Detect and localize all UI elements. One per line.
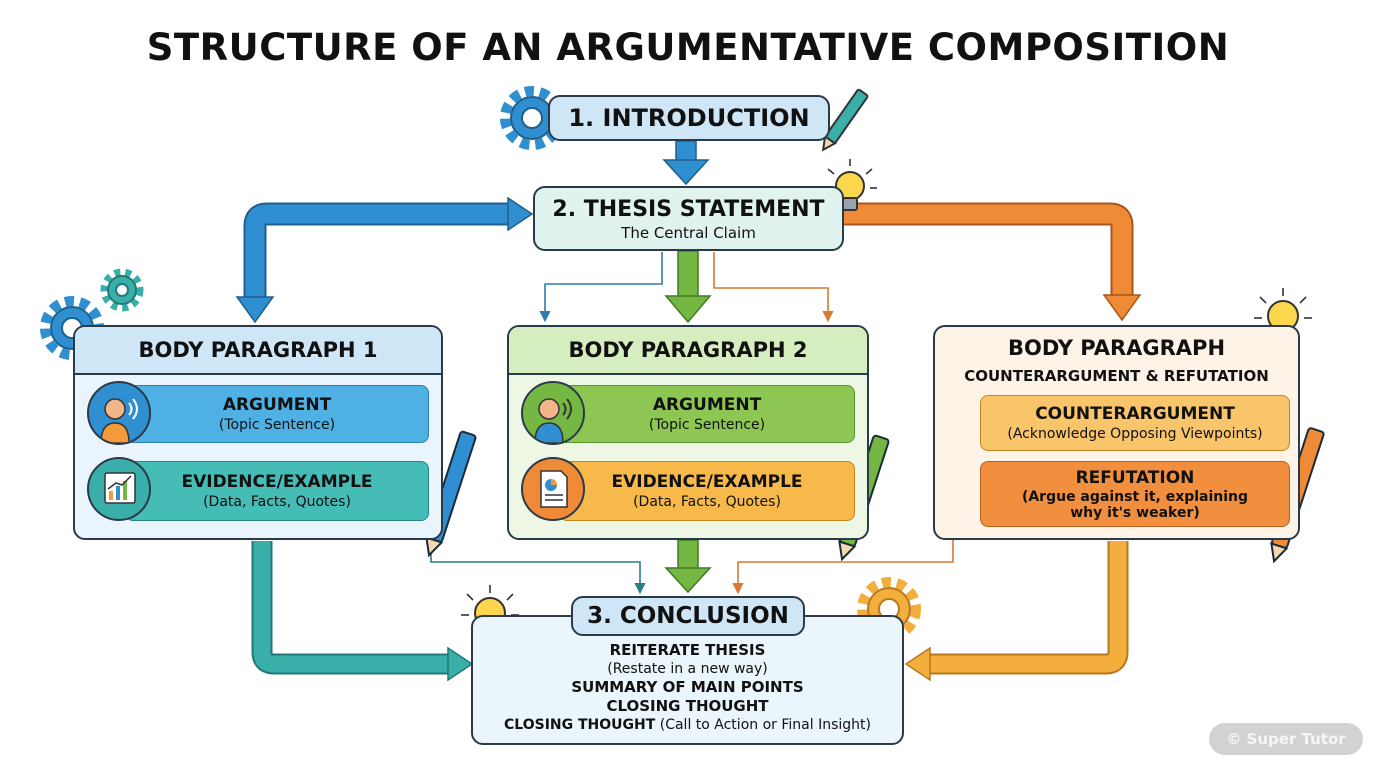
arrow-thesis-to-body2 xyxy=(664,250,712,324)
body-paragraph-1: BODY PARAGRAPH 1 ARGUMENT (Topic Sentenc… xyxy=(73,325,443,540)
conclusion-closing-rest: (Call to Action or Final Insight) xyxy=(655,717,871,733)
counterargument-bar: COUNTERARGUMENT (Acknowledge Opposing Vi… xyxy=(980,395,1290,451)
thin-connector-thesis-body2 xyxy=(713,252,834,323)
arrow-body2-to-conclusion xyxy=(664,539,712,594)
counterargument-title: COUNTERARGUMENT xyxy=(1035,404,1235,424)
thesis-subtitle: The Central Claim xyxy=(621,224,756,242)
refutation-line2: why it's weaker) xyxy=(1070,504,1200,521)
body2-evidence-title: EVIDENCE/EXAMPLE xyxy=(611,472,803,492)
watermark-badge: © Super Tutor xyxy=(1209,723,1363,755)
body1-argument-subtitle: (Topic Sentence) xyxy=(218,417,336,433)
refutation-line1: (Argue against it, explaining xyxy=(1021,488,1249,505)
body2-argument-title: ARGUMENT xyxy=(652,395,762,415)
body-paragraph-counterargument: BODY PARAGRAPH COUNTERARGUMENT & REFUTAT… xyxy=(933,325,1300,540)
conclusion-box: REITERATE THESIS (Restate in a new way) … xyxy=(471,615,904,745)
speaker-head-icon xyxy=(521,381,585,445)
conclusion-closing: CLOSING THOUGHT xyxy=(606,697,769,715)
thesis-label: 2. THESIS STATEMENT xyxy=(552,197,825,222)
counterargument-subtitle: (Acknowledge Opposing Viewpoints) xyxy=(1007,426,1263,442)
arrow-intro-to-thesis xyxy=(662,140,710,186)
body1-argument-title: ARGUMENT xyxy=(222,395,332,415)
body3-header: BODY PARAGRAPH xyxy=(1007,336,1226,360)
thin-connector-thesis-body1 xyxy=(539,252,663,323)
body1-argument-bar: ARGUMENT (Topic Sentence) xyxy=(125,385,429,443)
introduction-label: 1. INTRODUCTION xyxy=(568,104,810,132)
body2-argument-bar: ARGUMENT (Topic Sentence) xyxy=(559,385,855,443)
conclusion-summary: SUMMARY OF MAIN POINTS xyxy=(571,678,804,696)
conclusion-label: 3. CONCLUSION xyxy=(587,603,789,629)
arrow-body1-to-conclusion xyxy=(251,541,474,682)
chart-icon xyxy=(87,457,151,521)
gear-icon xyxy=(100,268,144,312)
thin-connector-body3-conclusion xyxy=(732,540,954,595)
arrow-body3-to-conclusion xyxy=(904,541,1129,682)
introduction-box: 1. INTRODUCTION xyxy=(548,95,830,141)
speaker-head-icon xyxy=(87,381,151,445)
body-paragraph-2: BODY PARAGRAPH 2 ARGUMENT (Topic Sentenc… xyxy=(507,325,869,540)
arrow-thesis-to-body3 xyxy=(844,202,1142,322)
body2-header: BODY PARAGRAPH 2 xyxy=(509,327,867,375)
pencil-icon xyxy=(821,88,869,152)
thin-connector-body1-conclusion xyxy=(430,540,646,595)
body2-argument-subtitle: (Topic Sentence) xyxy=(648,417,766,433)
body1-evidence-title: EVIDENCE/EXAMPLE xyxy=(181,472,373,492)
conclusion-reiterate: REITERATE THESIS xyxy=(609,641,766,659)
thesis-box: 2. THESIS STATEMENT The Central Claim xyxy=(533,186,844,251)
body1-header: BODY PARAGRAPH 1 xyxy=(75,327,441,375)
conclusion-restate: (Restate in a new way) xyxy=(607,661,768,677)
body1-evidence-subtitle: (Data, Facts, Quotes) xyxy=(203,494,351,510)
body2-evidence-subtitle: (Data, Facts, Quotes) xyxy=(633,494,781,510)
body1-evidence-bar: EVIDENCE/EXAMPLE (Data, Facts, Quotes) xyxy=(125,461,429,521)
page-title: STRUCTURE OF AN ARGUMENTATIVE COMPOSITIO… xyxy=(146,26,1230,69)
conclusion-closing-detail: CLOSING THOUGHT (Call to Action or Final… xyxy=(473,716,902,734)
conclusion-closing-bold: CLOSING THOUGHT xyxy=(504,717,656,733)
body3-subheader: COUNTERARGUMENT & REFUTATION xyxy=(964,367,1269,385)
body2-evidence-bar: EVIDENCE/EXAMPLE (Data, Facts, Quotes) xyxy=(559,461,855,521)
document-pie-icon xyxy=(521,457,585,521)
refutation-title: REFUTATION xyxy=(1075,467,1195,488)
arrow-body1-thesis xyxy=(235,196,534,324)
refutation-bar: REFUTATION (Argue against it, explaining… xyxy=(980,461,1290,527)
conclusion-label-tab: 3. CONCLUSION xyxy=(571,596,805,636)
